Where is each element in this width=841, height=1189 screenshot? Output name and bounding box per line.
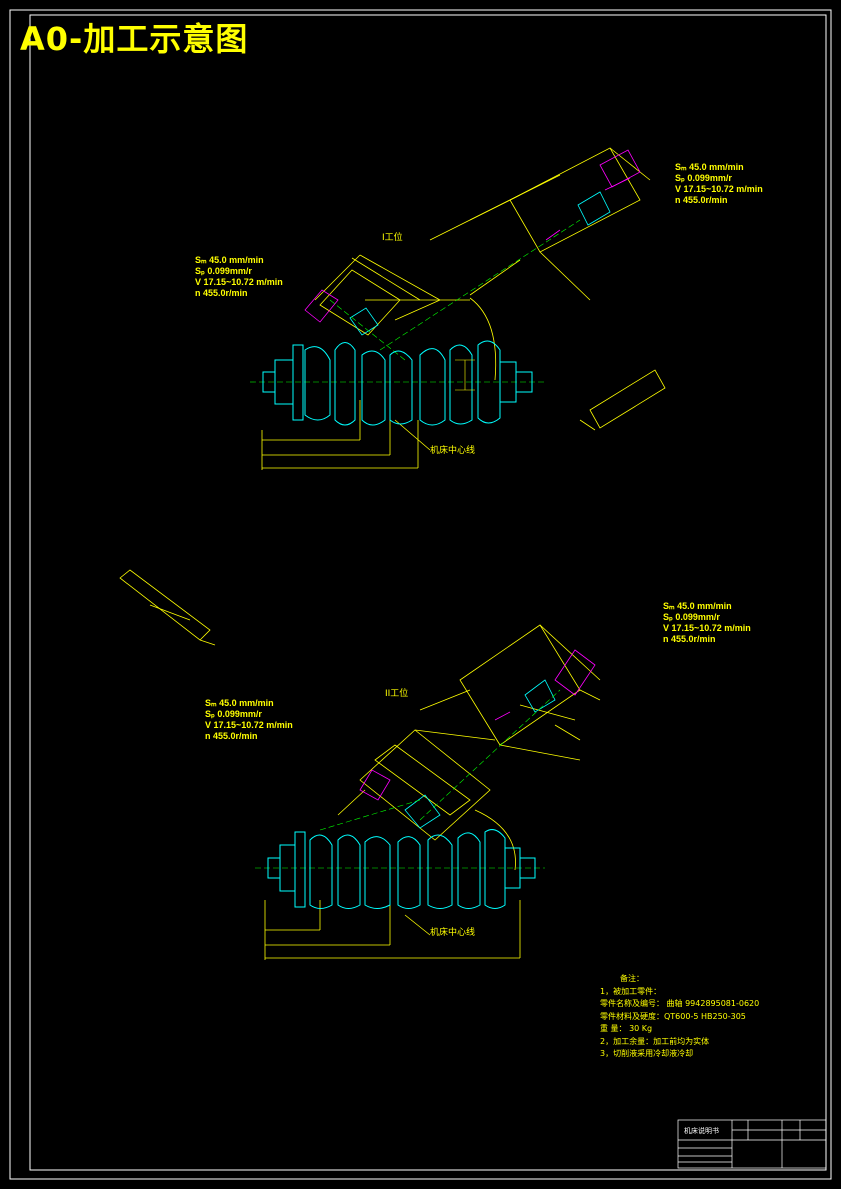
param-line: Sₚ 0.099mm/r: [195, 266, 252, 276]
param-line: n 455.0r/min: [205, 731, 258, 741]
floating-arm-left: [119, 569, 216, 646]
station-1-label: I工位: [382, 233, 403, 243]
param-line: Sₘ 45.0 mm/min: [195, 255, 264, 265]
param-line: V 17.15~10.72 m/min: [205, 720, 293, 730]
param-line: Sₘ 45.0 mm/min: [663, 601, 732, 611]
notes-line: 2，加工余量：加工前均为实体: [600, 1036, 710, 1046]
inner-frame: [29, 14, 827, 1171]
title-block-name: 机床说明书: [684, 1127, 719, 1135]
title-block: [677, 1119, 827, 1169]
notes-line: 1，被加工零件：: [600, 986, 662, 996]
notes-line: 重 量： 30 Kg: [600, 1024, 653, 1033]
station-1-params-right: Sₘ 45.0 mm/min Sₚ 0.099mm/r V 17.15~10.7…: [675, 162, 763, 206]
param-line: V 17.15~10.72 m/min: [675, 184, 763, 194]
station-2-center-label: 机床中心线: [430, 928, 476, 938]
notes-block: 备注： 1，被加工零件： 零件名称及编号： 曲轴 9942895081-0620…: [600, 973, 759, 1061]
station-1-drawing: [250, 147, 666, 470]
station-2-params-left: Sₘ 45.0 mm/min Sₚ 0.099mm/r V 17.15~10.7…: [205, 698, 293, 742]
param-line: Sₚ 0.099mm/r: [675, 173, 732, 183]
station-2-params-right: Sₘ 45.0 mm/min Sₚ 0.099mm/r V 17.15~10.7…: [663, 601, 751, 645]
param-line: n 455.0r/min: [195, 288, 248, 298]
param-line: V 17.15~10.72 m/min: [195, 277, 283, 287]
notes-line: 零件材料及硬度：QT600-5 HB250-305: [600, 1011, 746, 1021]
station-2-drawing: [255, 624, 601, 960]
station-1-center-label: 机床中心线: [430, 446, 476, 456]
param-line: Sₘ 45.0 mm/min: [205, 698, 274, 708]
param-line: Sₚ 0.099mm/r: [205, 709, 262, 719]
param-line: Sₘ 45.0 mm/min: [675, 162, 744, 172]
station-2-label: II工位: [385, 689, 409, 699]
param-line: n 455.0r/min: [663, 634, 716, 644]
station-1-params-left: Sₘ 45.0 mm/min Sₚ 0.099mm/r V 17.15~10.7…: [195, 255, 283, 299]
outer-frame: [9, 9, 832, 1180]
param-line: V 17.15~10.72 m/min: [663, 623, 751, 633]
notes-heading: 备注：: [620, 974, 644, 983]
notes-line: 3，切削液采用冷却液冷却: [600, 1049, 694, 1058]
param-line: Sₚ 0.099mm/r: [663, 612, 720, 622]
notes-line: 零件名称及编号： 曲轴 9942895081-0620: [600, 999, 760, 1008]
param-line: n 455.0r/min: [675, 195, 728, 205]
drawing-title: A0-加工示意图: [20, 20, 249, 58]
